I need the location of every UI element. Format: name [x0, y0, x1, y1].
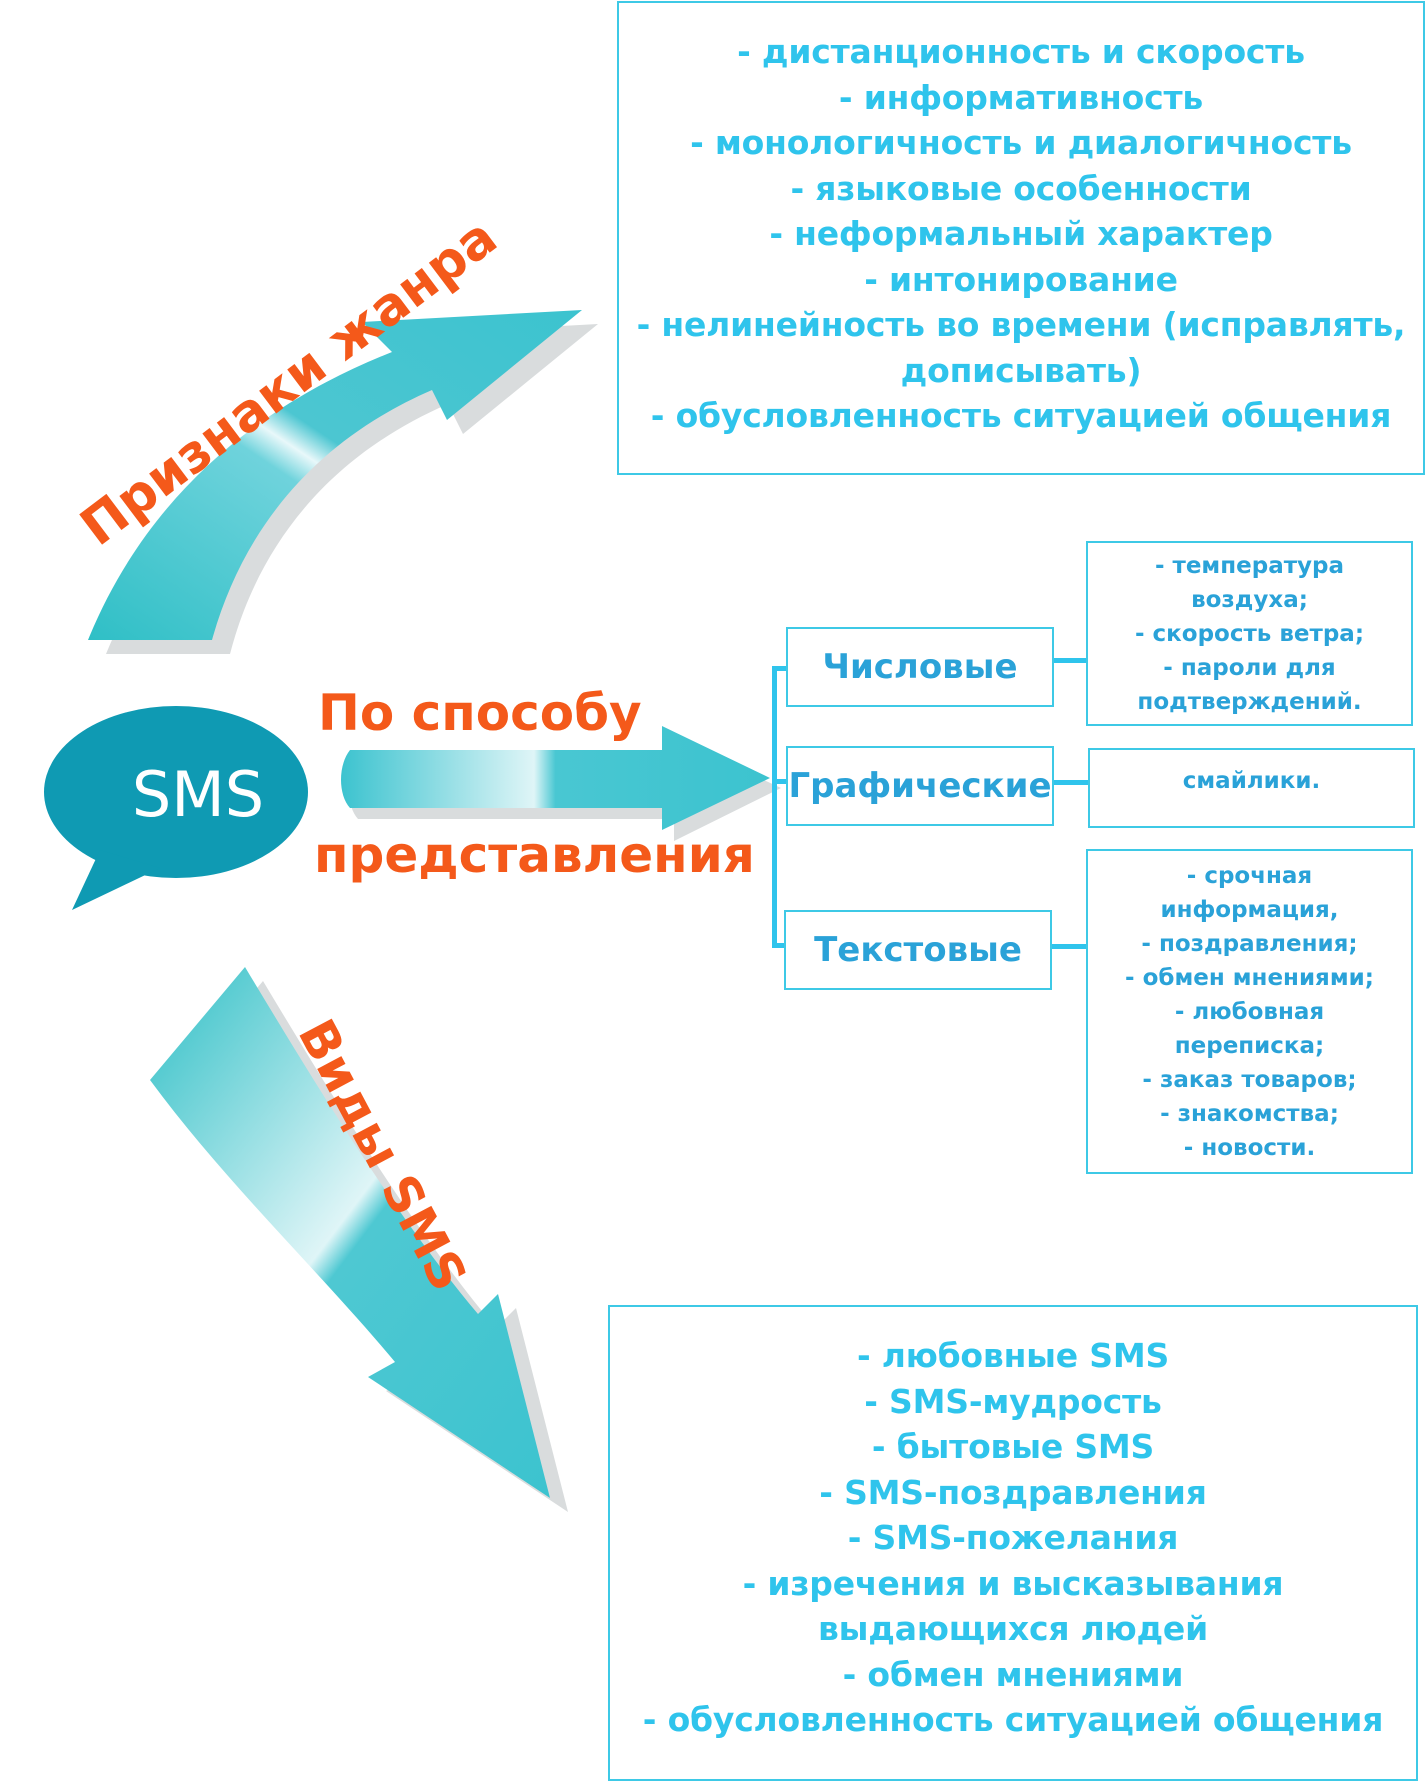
tree-branch-graphic [772, 779, 788, 784]
list-item: - SMS-мудрость [864, 1381, 1162, 1421]
link-graphic [1052, 780, 1090, 785]
list-item: дописывать) [900, 350, 1142, 390]
tree-branch-text [772, 943, 788, 948]
list-item: - обусловленность ситуацией общения [650, 396, 1392, 436]
arrow-right [341, 726, 781, 841]
list-item: - дистанционность и скорость [737, 32, 1305, 72]
sms-types-box: - любовные SMS - SMS-мудрость - бытовые … [608, 1305, 1418, 1781]
detail-text: - срочная информация, - поздравления; - … [1086, 849, 1413, 1174]
list-item: - изречения и высказывания [742, 1563, 1284, 1603]
list-item: выдающихся людей [817, 1609, 1209, 1649]
list-item: - заказ товаров; [1142, 1066, 1357, 1093]
list-item: воздуха; [1191, 586, 1308, 613]
list-item: - новости. [1183, 1134, 1316, 1161]
list-item: - языковые особенности [790, 168, 1252, 208]
list-item: - информативность [838, 77, 1204, 117]
detail-graphic: смайлики. [1088, 748, 1415, 828]
list-item: подтверждений. [1137, 688, 1362, 715]
link-numeric [1052, 658, 1088, 663]
tree-branch-numeric [772, 666, 788, 671]
list-item: смайлики. [1182, 768, 1321, 794]
link-text [1050, 944, 1088, 949]
list-item: информация, [1160, 896, 1339, 923]
list-item: - пароли для [1163, 654, 1336, 681]
representation-heading-1: По способу [318, 684, 642, 742]
list-item: - SMS-пожелания [847, 1518, 1179, 1558]
list-item: - температура [1154, 552, 1345, 579]
list-item: - обмен мнениями [842, 1654, 1184, 1694]
list-item: - монологичность и диалогичность [690, 123, 1352, 163]
category-graphic: Графические [786, 746, 1054, 826]
detail-numeric: - температура воздуха; - скорость ветра;… [1086, 541, 1413, 726]
list-item: - знакомства; [1160, 1100, 1339, 1127]
list-item: - поздравления; [1141, 930, 1358, 957]
list-item: - интонирование [864, 259, 1178, 299]
list-item: - любовная [1174, 998, 1325, 1025]
genre-signs-box: - дистанционность и скорость - информати… [617, 1, 1425, 475]
list-item: переписка; [1174, 1032, 1325, 1059]
category-numeric: Числовые [786, 627, 1054, 707]
tree-trunk [772, 668, 777, 947]
arrow-up [88, 310, 598, 654]
list-item: - нелинейность во времени (исправлять, [636, 305, 1406, 345]
list-item: - SMS-поздравления [819, 1472, 1207, 1512]
representation-heading-2: представления [314, 826, 755, 884]
arrow-down [150, 967, 568, 1512]
list-item: - обусловленность ситуацией общения [642, 1700, 1384, 1740]
list-item: - обмен мнениями; [1125, 964, 1374, 991]
sms-bubble [44, 706, 308, 910]
list-item: - бытовые SMS [871, 1427, 1155, 1467]
sms-label: SMS [131, 758, 265, 831]
category-text: Текстовые [784, 910, 1052, 990]
list-item: - скорость ветра; [1134, 620, 1365, 647]
list-item: - срочная [1186, 862, 1313, 889]
list-item: - любовные SMS [856, 1336, 1170, 1376]
list-item: - неформальный характер [769, 214, 1273, 254]
